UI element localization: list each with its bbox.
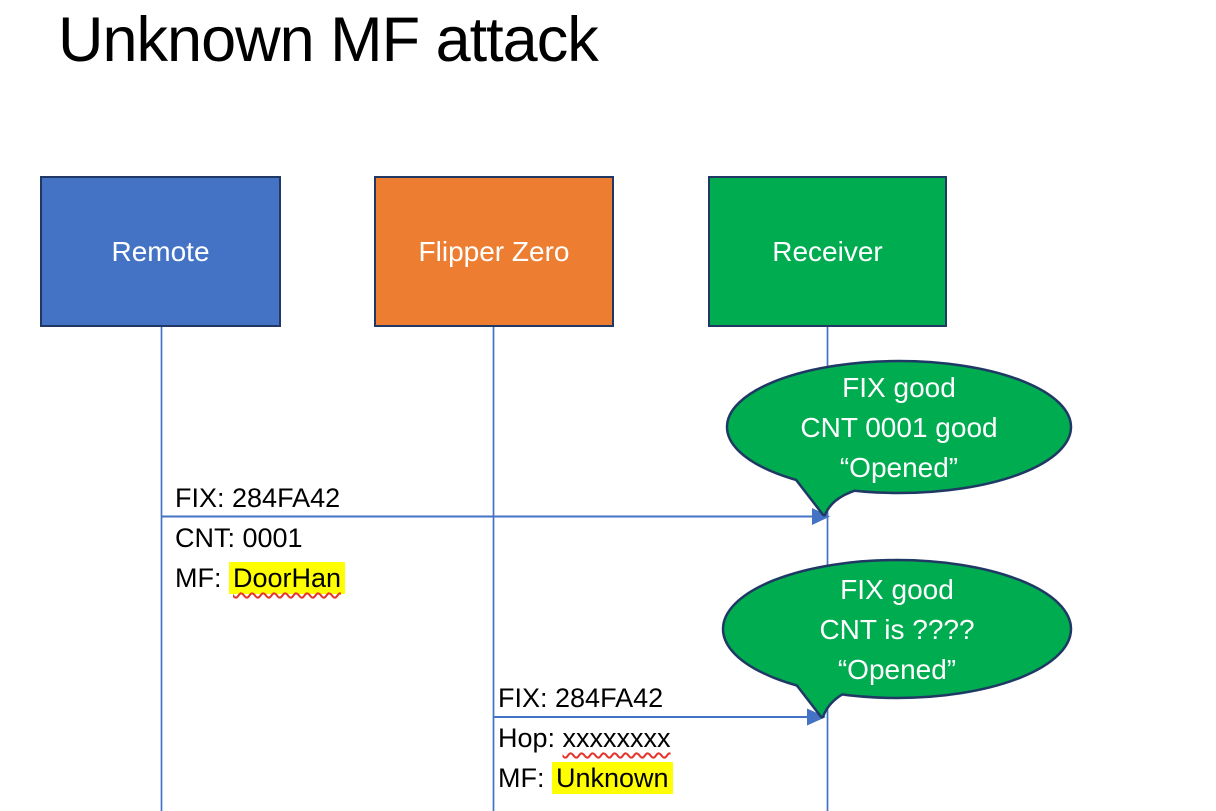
callout-line: CNT 0001 good (800, 412, 998, 443)
callout-bubble-1 (725, 359, 1073, 517)
message-2-line-mf: MF: Unknown (498, 758, 673, 798)
field-value-highlighted: DoorHan (229, 562, 346, 594)
field-prefix: MF: (498, 763, 552, 793)
field-value-highlighted: Unknown (552, 762, 673, 794)
field-prefix: Hop: (498, 723, 563, 753)
message-1-line-cnt: CNT: 0001 (175, 518, 345, 558)
actor-label-receiver: Receiver (772, 235, 883, 267)
callout-line: CNT is ???? (819, 614, 975, 645)
callout-line: “Opened” (839, 452, 959, 483)
message-arrow-2 (493, 708, 826, 726)
arrowhead-icon (812, 508, 830, 525)
message-arrow-1 (161, 508, 830, 525)
message-2-line-fix: FIX: 284FA42 (498, 678, 673, 718)
actor-box-remote: Remote (40, 176, 281, 327)
field-value-misspelled: xxxxxxxx (562, 723, 671, 753)
field-value: 0001 (242, 523, 303, 553)
message-2-line-hop: Hop: xxxxxxxx (498, 718, 673, 758)
field-value: 284FA42 (232, 483, 341, 513)
actor-box-receiver: Receiver (708, 176, 947, 327)
page-title: Unknown MF attack (58, 5, 599, 75)
field-prefix: FIX: (498, 683, 556, 713)
callout-line: FIX good (840, 574, 954, 605)
field-prefix: MF: (175, 563, 229, 593)
message-1-line-fix: FIX: 284FA42 (175, 478, 345, 518)
field-value: 284FA42 (555, 683, 664, 713)
message-2-label: FIX: 284FA42 Hop: xxxxxxxx MF: Unknown (498, 678, 673, 798)
message-1-label: FIX: 284FA42 CNT: 0001 MF: DoorHan (175, 478, 346, 598)
callout-line: “Opened” (837, 654, 957, 685)
field-prefix: FIX: (175, 483, 233, 513)
actor-label-flipper-zero: Flipper Zero (418, 235, 570, 267)
callout-1-text: FIX good CNT 0001 good “Opened” (729, 368, 1069, 488)
callout-line: FIX good (842, 372, 956, 403)
callout-bubble-2 (721, 558, 1073, 719)
callout-2-text: FIX good CNT is ???? “Opened” (727, 570, 1067, 690)
arrowhead-icon (807, 708, 826, 726)
actor-label-remote: Remote (111, 235, 210, 267)
message-1-line-mf: MF: DoorHan (175, 558, 346, 598)
field-prefix: CNT: (175, 523, 243, 553)
actor-box-flipper-zero: Flipper Zero (374, 176, 614, 327)
